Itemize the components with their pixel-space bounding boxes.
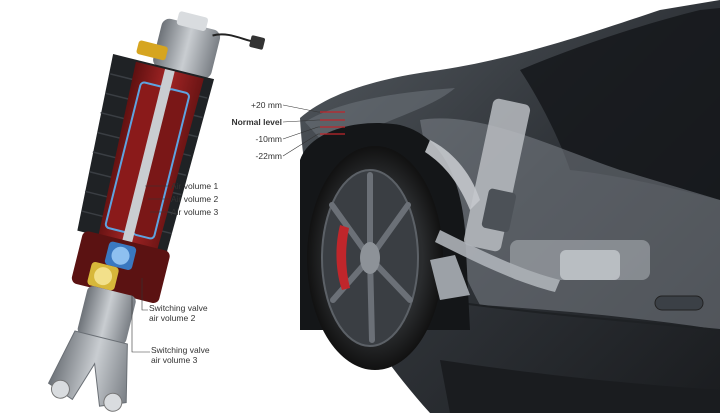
label-air-volume-2: Air volume 2 — [171, 194, 219, 204]
label-normal-level: Normal level — [231, 117, 282, 127]
label-switching-valve-2-line2: air volume 2 — [149, 313, 196, 323]
hub — [360, 242, 380, 274]
door-line — [439, 299, 720, 331]
brake-caliper — [336, 225, 350, 290]
label-switching-valve-2-line1: Switching valve — [149, 303, 208, 313]
label-minus-22mm: -22mm — [255, 151, 282, 161]
label-air-volume-1: Air volume 1 — [171, 181, 219, 191]
top-mount — [153, 18, 221, 79]
label-switching-valve-2: Switching valve air volume 2 — [149, 303, 208, 323]
label-switching-valve-3-line2: air volume 3 — [151, 355, 198, 365]
air-strut-cutaway — [47, 11, 265, 412]
label-minus-10mm: -10mm — [255, 134, 282, 144]
height-level-marks — [320, 111, 345, 135]
damper-rod — [119, 69, 175, 256]
label-switching-valve-3: Switching valve air volume 3 — [151, 345, 210, 365]
car-illustration — [300, 0, 720, 413]
door-handle — [654, 295, 704, 311]
car-suspension-strut — [425, 98, 650, 300]
label-switching-valve-3-line1: Switching valve — [151, 345, 210, 355]
side-sill — [440, 360, 720, 413]
label-air-volume-3: Air volume 3 — [171, 207, 219, 217]
strut-label-leaders — [131, 185, 170, 353]
label-plus-20mm: +20 mm — [251, 100, 282, 110]
damper-body — [77, 286, 136, 345]
